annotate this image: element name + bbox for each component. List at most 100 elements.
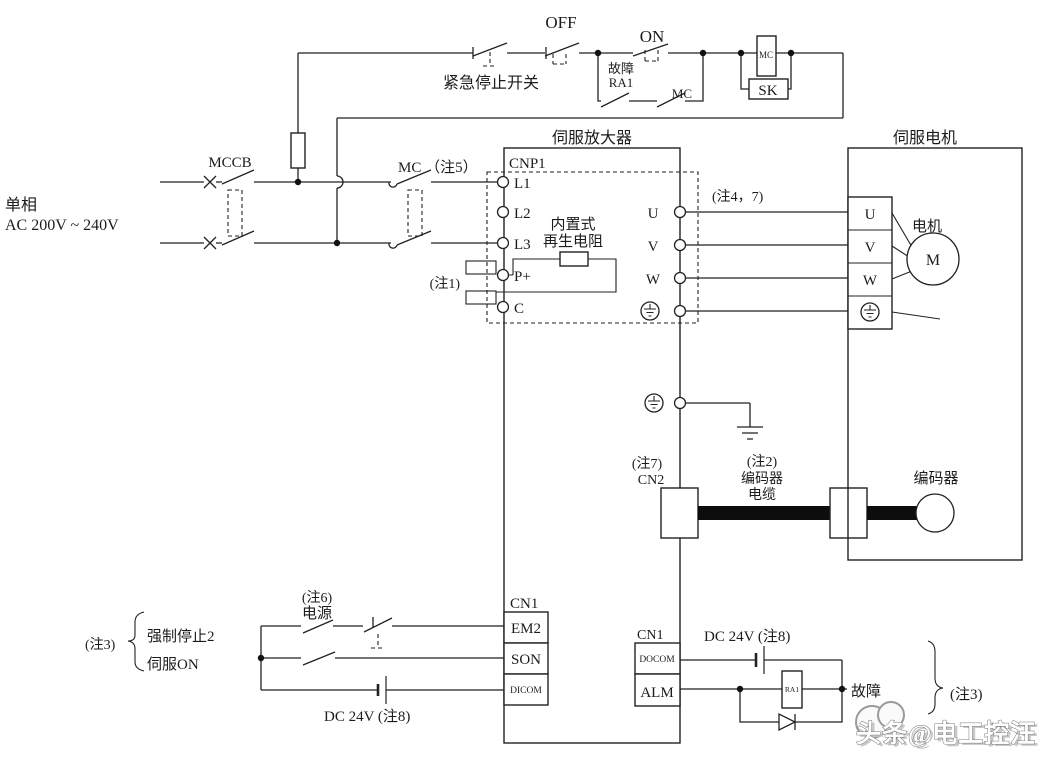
mc-coil-label: MC bbox=[759, 50, 773, 60]
pplus-label: P+ bbox=[514, 269, 531, 285]
mc-coil bbox=[756, 35, 777, 77]
encoder-cable: (注2) 编码器 电缆 bbox=[698, 454, 917, 539]
cn2-note7-label: (注7) bbox=[632, 456, 663, 472]
terminal-l3 bbox=[496, 236, 510, 250]
regen-label-1: 内置式 bbox=[550, 216, 595, 233]
off-label: OFF bbox=[545, 13, 576, 32]
l3-label: L3 bbox=[514, 237, 531, 253]
son-label: SON bbox=[511, 652, 541, 668]
fault-output-circuit: RA1 CN1 DOCOM ALM DC 24V (注8) 故障 (注3) bbox=[634, 628, 983, 732]
power-switch-label: 电源 bbox=[302, 605, 332, 622]
docom-label: DOCOM bbox=[639, 655, 675, 665]
fuse bbox=[290, 132, 306, 169]
cnp1-label: CNP1 bbox=[509, 156, 546, 172]
motor-u-label: U bbox=[865, 207, 876, 223]
encoder-cable-segment2 bbox=[867, 506, 917, 520]
l2-label: L2 bbox=[514, 206, 531, 222]
terminal-pplus bbox=[496, 268, 510, 282]
earth-branch bbox=[686, 402, 763, 440]
power-input: MCCB MC （注5） 单相 AC 200V ~ 240V bbox=[5, 155, 497, 250]
dicom-terminal bbox=[503, 673, 549, 706]
cable-label-1: 编码器 bbox=[741, 471, 783, 487]
voltage-label: AC 200V ~ 240V bbox=[5, 217, 119, 234]
out-w-label: W bbox=[646, 272, 661, 288]
motor-label: 电机 bbox=[912, 218, 942, 235]
motor-circle bbox=[906, 232, 960, 286]
out-terminal-v bbox=[673, 238, 687, 252]
mccb-linkage bbox=[227, 189, 243, 237]
servo-motor: 伺服电机 U V W M 电机 编码器 bbox=[847, 129, 1023, 561]
motor-m-symbol: M bbox=[926, 252, 940, 269]
out-terminal-pe bbox=[673, 304, 687, 318]
right-brace bbox=[927, 640, 944, 715]
note6-label: (注6) bbox=[302, 590, 333, 606]
pe-symbol-motor bbox=[860, 302, 880, 322]
fault-label: 故障 bbox=[608, 61, 634, 76]
dc24v-left-label: DC 24V (注8) bbox=[324, 708, 410, 725]
note3-left-label: (注3) bbox=[85, 637, 116, 653]
servo-amplifier: 伺服放大器 CNP1 内置式 再生电阻 (注1) L1 L2 L3 P+ C U… bbox=[430, 129, 848, 744]
forced-stop-label: 强制停止2 bbox=[147, 628, 215, 645]
c-label: C bbox=[514, 301, 524, 317]
son-terminal bbox=[503, 642, 549, 675]
ra1-relay-coil bbox=[781, 670, 803, 709]
out-u-label: U bbox=[648, 206, 659, 222]
note1-label: (注1) bbox=[430, 276, 461, 292]
motor-box bbox=[847, 147, 1023, 561]
watermark-logo-icon2 bbox=[877, 701, 905, 729]
regen-resistor bbox=[559, 251, 589, 267]
amplifier-title: 伺服放大器 bbox=[552, 129, 632, 147]
pe2-terminal bbox=[673, 396, 687, 410]
pe-symbol-earth bbox=[644, 393, 664, 413]
left-brace bbox=[127, 611, 145, 672]
ra1-coil-label: RA1 bbox=[785, 685, 799, 694]
note47-label: (注4，7) bbox=[712, 189, 764, 205]
encoder-label: 编码器 bbox=[913, 470, 958, 487]
servo-on-label: 伺服ON bbox=[147, 656, 199, 673]
motor-w-label: W bbox=[863, 273, 878, 289]
docom-terminal bbox=[634, 642, 681, 675]
control-circuit: OFF ON 紧急停止开关 故障 RA1 MC MC SK bbox=[290, 13, 844, 243]
fault-output-label: 故障 bbox=[851, 682, 881, 700]
cn1-out-label: CN1 bbox=[637, 628, 663, 643]
emergency-stop-label: 紧急停止开关 bbox=[443, 74, 539, 92]
diode bbox=[778, 712, 797, 732]
phase-label: 单相 bbox=[5, 196, 37, 214]
motor-v-label: V bbox=[865, 240, 876, 256]
self-hold-mc-label: MC bbox=[672, 86, 692, 101]
out-terminal-u bbox=[673, 205, 687, 219]
sk-label: SK bbox=[758, 83, 777, 99]
amplifier-box bbox=[503, 147, 681, 744]
em2-label: EM2 bbox=[511, 621, 541, 637]
sk-box bbox=[748, 78, 789, 100]
out-terminal-w bbox=[673, 271, 687, 285]
pe-symbol-output bbox=[640, 301, 660, 321]
mc-linkage bbox=[407, 189, 423, 237]
watermark-text-shadow: 头条@电工控汪 bbox=[859, 722, 1039, 750]
mccb-label: MCCB bbox=[208, 155, 251, 171]
watermark: 头条@电工控汪 头条@电工控汪 bbox=[855, 701, 1039, 750]
regen-label-2: 再生电阻 bbox=[543, 233, 603, 250]
terminal-l2 bbox=[496, 205, 510, 219]
cn1-in-label: CN1 bbox=[510, 596, 538, 612]
em2-terminal bbox=[503, 611, 549, 644]
cn2-connector bbox=[660, 487, 699, 539]
alm-label: ALM bbox=[640, 685, 673, 701]
c-lug bbox=[465, 290, 497, 305]
cable-label-2: 电缆 bbox=[748, 487, 776, 503]
alm-terminal bbox=[634, 673, 681, 707]
mc-note5-label: MC （注5） bbox=[398, 159, 478, 176]
terminal-l1 bbox=[496, 175, 510, 189]
pplus-lug bbox=[465, 260, 497, 275]
out-v-label: V bbox=[648, 239, 659, 255]
dc24v-right-label: DC 24V (注8) bbox=[704, 628, 790, 645]
dicom-label: DICOM bbox=[510, 686, 542, 696]
cable-note2-label: (注2) bbox=[747, 454, 778, 470]
cnp1-dashed-box bbox=[486, 171, 699, 324]
encoder-circle bbox=[915, 493, 955, 533]
l1-label: L1 bbox=[514, 176, 531, 192]
watermark-text: 头条@电工控汪 bbox=[856, 720, 1036, 748]
cn2-label: CN2 bbox=[638, 473, 664, 488]
